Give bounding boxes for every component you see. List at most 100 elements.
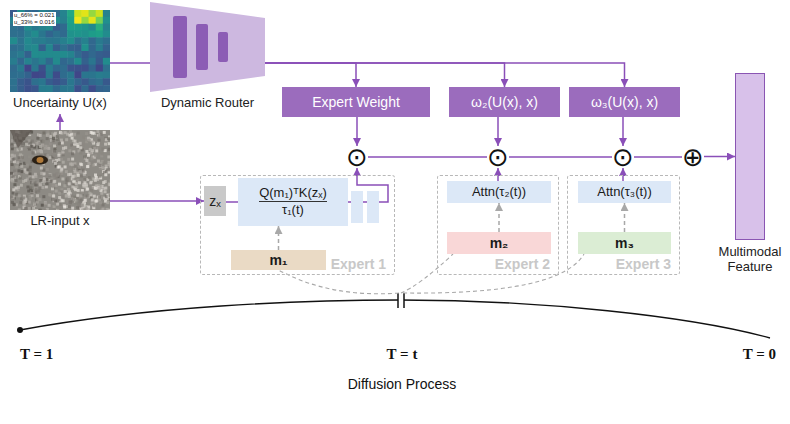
heatmap-cell: [17, 58, 25, 65]
fur-texture: [33, 202, 36, 205]
fur-texture: [40, 150, 43, 153]
fur-texture: [98, 198, 101, 201]
fur-texture: [44, 210, 47, 211]
fur-texture: [93, 195, 96, 198]
fur-texture: [91, 132, 94, 135]
fur-texture: [79, 151, 82, 154]
heatmap-cell: [46, 37, 54, 44]
fur-texture: [86, 188, 89, 191]
fur-texture: [108, 161, 110, 164]
heatmap-cell: [39, 78, 47, 85]
fur-texture: [46, 168, 49, 171]
fur-texture: [105, 165, 108, 168]
heatmap-cell: [89, 72, 97, 79]
heatmap-cell: [81, 85, 89, 92]
connector: [59, 114, 61, 130]
fur-texture: [36, 194, 39, 197]
heatmap-cell: [81, 37, 89, 44]
fur-texture: [92, 177, 95, 180]
heatmap-cell: [39, 44, 47, 51]
heatmap-cell: [17, 78, 25, 85]
fur-texture: [31, 139, 34, 142]
timestep-guide: [403, 254, 584, 293]
fur-texture: [60, 172, 63, 175]
fur-texture: [64, 165, 67, 168]
heatmap-cell: [67, 17, 75, 24]
heatmap-cell: [31, 65, 39, 72]
heatmap-cell: [46, 31, 54, 38]
fur-texture: [95, 199, 98, 202]
eye-outline: [32, 156, 48, 165]
heatmap-cell: [81, 58, 89, 65]
fur-texture: [11, 147, 14, 150]
connector: [265, 63, 625, 87]
marker-gap: [398, 294, 404, 307]
fur-texture: [81, 204, 84, 207]
expert-group: Expert 1zₓQ(m₁)ᵀK(zₓ)τ₁(t)m₁: [200, 175, 395, 275]
fur-texture: [107, 142, 110, 145]
fur-texture: [109, 183, 110, 186]
heatmap-cell: [60, 24, 68, 31]
heatmap-cell: [67, 65, 75, 72]
router-layer-bar: [173, 16, 187, 78]
fur-texture: [58, 192, 61, 195]
heatmap-cell: [89, 44, 97, 51]
fur-texture: [20, 184, 23, 187]
fur-texture: [41, 186, 44, 189]
time-marker: [397, 293, 399, 308]
fur-texture: [69, 201, 72, 204]
fur-texture: [78, 181, 81, 184]
fur-texture: [13, 183, 16, 186]
heatmap-cell: [60, 37, 68, 44]
fur-texture: [98, 187, 101, 190]
fur-texture: [95, 187, 98, 190]
fur-texture: [74, 142, 77, 145]
fur-texture: [24, 179, 27, 182]
fur-texture: [104, 143, 107, 146]
fur-texture: [57, 154, 60, 157]
fur-texture: [39, 179, 42, 182]
fur-texture: [94, 154, 97, 157]
fur-texture: [71, 175, 74, 178]
heatmap-cell: [60, 31, 68, 38]
heatmap-cell: [24, 44, 32, 51]
fur-texture: [29, 197, 32, 200]
box-label: Attn(τ₂(t)): [472, 185, 526, 200]
fur-texture: [40, 167, 43, 170]
fur-texture: [55, 190, 58, 193]
heatmap-cell: [24, 37, 32, 44]
heatmap-cell: [53, 37, 61, 44]
formula-numerator: Q(m₁)ᵀK(zₓ): [259, 186, 327, 201]
fur-texture: [55, 172, 58, 175]
heatmap-cell: [67, 51, 75, 58]
heatmap-cell: [67, 37, 75, 44]
heatmap-cell: [17, 37, 25, 44]
fur-texture: [65, 138, 68, 141]
fur-texture: [81, 203, 84, 206]
operator-symbol: ⊙: [346, 146, 368, 168]
heatmap-cell: [103, 72, 110, 79]
heatmap-cell: [17, 65, 25, 72]
heatmap-cell: [53, 85, 61, 92]
fur-texture: [92, 182, 95, 185]
heatmap-cell: [96, 78, 104, 85]
heatmap-cell: [81, 44, 89, 51]
connector: [622, 117, 624, 146]
fur-texture: [98, 139, 101, 142]
fur-texture: [95, 149, 98, 152]
heatmap-cell: [103, 58, 110, 65]
router-shape: [150, 2, 265, 92]
heatmap-cell: [74, 72, 82, 79]
heatmap-cell: [46, 85, 54, 92]
fur-texture: [28, 201, 31, 204]
fur-texture: [18, 147, 21, 150]
fur-texture: [86, 165, 89, 168]
heatmap-cell: [96, 65, 104, 72]
timestep-guide: [401, 254, 453, 293]
fur-texture: [29, 186, 32, 189]
fur-texture: [101, 152, 104, 155]
fur-texture: [44, 202, 47, 205]
fur-texture: [88, 139, 91, 142]
fur-texture: [106, 208, 109, 210]
wolf-photo: [10, 130, 110, 210]
